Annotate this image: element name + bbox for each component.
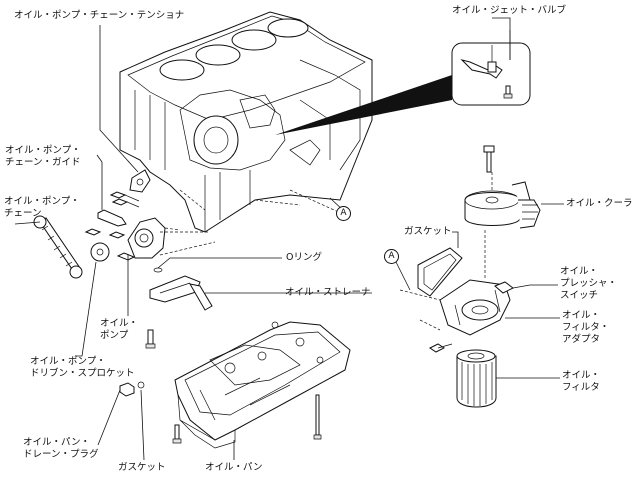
label-oil-pump-line2: ポンプ — [100, 330, 129, 341]
chain-tensioner-part — [129, 169, 151, 193]
label-filter-adapter-line2: フィルタ・ — [562, 322, 610, 333]
inset-callout-wedge — [275, 75, 452, 135]
oil-filter-adapter-part — [439, 279, 511, 336]
label-drain-plug: オイル・パン・ ドレーン・プラグ — [23, 437, 99, 461]
oil-pan-part — [174, 321, 351, 449]
label-pressure-switch-line2: プレッシャ・ — [560, 278, 618, 289]
label-chain-guide: オイル・ポンプ・ チェーン・ガイド — [5, 145, 81, 169]
label-gasket-right: ガスケット — [404, 226, 452, 237]
adapter-bolt — [429, 343, 453, 353]
drain-gasket-part — [137, 381, 145, 389]
oil-pump-chain-part — [33, 215, 83, 279]
label-chain-tensioner: オイル・ポンプ・チェーン・テンショナ — [14, 10, 185, 21]
label-filter-adapter-line3: アダプタ — [562, 334, 601, 345]
chain-guide-part — [97, 209, 127, 227]
label-drain-plug-line1: オイル・パン・ — [23, 437, 90, 448]
label-oil-filter: オイル・ フィルタ — [562, 370, 600, 394]
label-oil-pump-line1: オイル・ — [100, 318, 139, 329]
label-o-ring: Oリング — [286, 252, 322, 263]
ref-mark-a-block: A — [336, 206, 351, 221]
label-oil-pump-chain: オイル・ポンプ・ チェーン — [4, 196, 80, 220]
oil-pan-bolts — [172, 394, 322, 444]
label-oil-pan: オイル・パン — [205, 462, 263, 473]
label-filter-adapter: オイル・ フィルタ・ アダプタ — [562, 310, 609, 346]
label-oil-cooler: オイル・クーラ — [566, 198, 633, 209]
label-pressure-switch: オイル・ プレッシャ・ スイッチ — [560, 266, 617, 302]
oil-pump-part — [127, 217, 166, 259]
label-jet-valve: オイル・ジェット・バルブ — [452, 5, 567, 16]
label-oil-pump-chain-line1: オイル・ポンプ・ — [4, 196, 80, 207]
drain-plug-part — [119, 382, 135, 397]
cylinder-block — [119, 11, 373, 233]
label-gasket-bottom: ガスケット — [118, 462, 166, 473]
strainer-bolt — [145, 329, 156, 349]
oil-filter-part — [456, 349, 497, 408]
label-chain-guide-line1: オイル・ポンプ・ — [5, 145, 81, 156]
label-drain-plug-line2: ドレーン・プラグ — [23, 449, 99, 460]
label-oil-pump: オイル・ ポンプ — [100, 318, 138, 342]
label-oil-filter-line2: フィルタ — [562, 382, 600, 393]
jet-valve-inset — [451, 30, 531, 106]
label-oil-filter-line1: オイル・ — [562, 370, 601, 381]
leader-lines — [14, 17, 564, 461]
label-driven-sprocket: オイル・ポンプ・ ドリブン・スプロケット — [30, 356, 135, 380]
label-driven-sprocket-line2: ドリブン・スプロケット — [30, 368, 135, 379]
label-oil-strainer: オイル・ストレーナ — [285, 287, 371, 298]
label-pressure-switch-line1: オイル・ — [560, 266, 599, 277]
bolts-upper-left — [84, 191, 140, 239]
driven-sprocket-part — [90, 242, 136, 262]
oil-cooler-part — [464, 181, 541, 229]
cooler-bolt — [483, 145, 495, 173]
label-filter-adapter-line1: オイル・ — [562, 310, 601, 321]
gasket-right-part — [417, 247, 463, 297]
oil-strainer-part — [149, 275, 213, 311]
label-driven-sprocket-line1: オイル・ポンプ・ — [30, 356, 106, 367]
label-oil-pump-chain-line2: チェーン — [4, 208, 42, 219]
ref-mark-a-adapter: A — [384, 249, 399, 264]
o-ring-part — [153, 267, 163, 273]
label-pressure-switch-line3: スイッチ — [560, 290, 599, 301]
label-chain-guide-line2: チェーン・ガイド — [5, 157, 81, 168]
